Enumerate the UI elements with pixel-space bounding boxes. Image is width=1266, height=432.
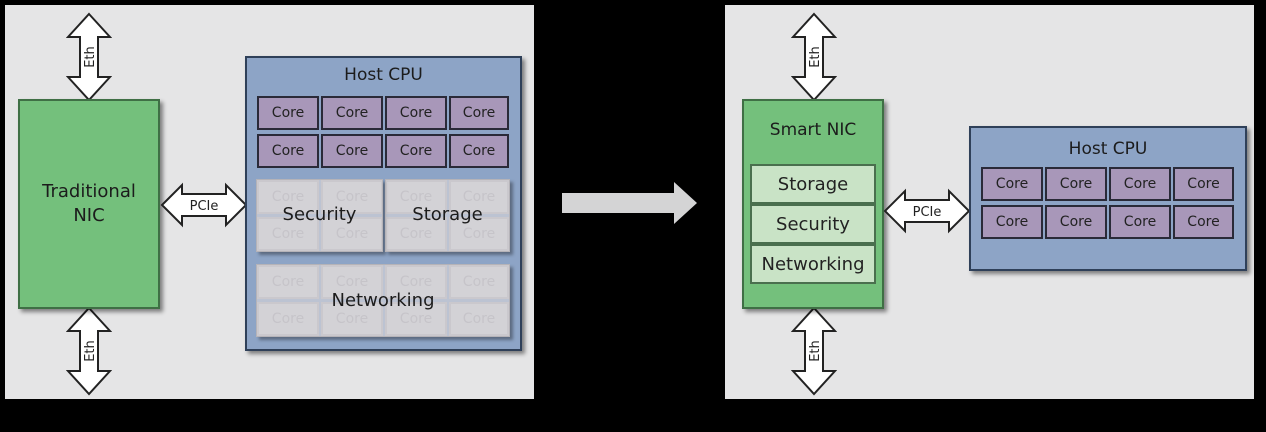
host-cpu-title: Host CPU: [344, 65, 423, 85]
eth-arrow-bottom-right: Eth: [791, 306, 837, 396]
core: Core: [1109, 167, 1171, 201]
core: Core: [1045, 167, 1107, 201]
core: Core: [257, 96, 319, 130]
pcie-label: PCIe: [190, 199, 219, 214]
host-cpu-title: Host CPU: [1068, 139, 1148, 159]
core: Core: [385, 134, 447, 168]
eth-arrow-bottom-left: Eth: [66, 306, 112, 396]
security-service: Security: [750, 204, 876, 244]
storage-service: Storage: [750, 164, 876, 204]
nic-label-line2: NIC: [73, 205, 105, 226]
nic-label-line1: Traditional: [42, 181, 136, 202]
eth-label: Eth: [83, 340, 98, 362]
core: Core: [321, 134, 383, 168]
smart-nic-title: Smart NIC: [769, 120, 857, 140]
networking-service: Networking: [750, 244, 876, 284]
pcie-arrow-left: PCIe: [160, 182, 248, 228]
security-group: [256, 179, 383, 252]
core: Core: [449, 96, 509, 130]
eth-arrow-top-right: Eth: [791, 12, 837, 102]
pcie-arrow-right: PCIe: [883, 188, 971, 234]
core: Core: [981, 205, 1043, 239]
core: Core: [1045, 205, 1107, 239]
core: Core: [1173, 167, 1234, 201]
networking-group: [256, 264, 510, 337]
core: Core: [1173, 205, 1234, 239]
core: Core: [321, 96, 383, 130]
core: Core: [1109, 205, 1171, 239]
transition-arrow: [562, 182, 697, 224]
traditional-nic-box: Traditional NIC: [18, 99, 160, 309]
networking-label: Networking: [331, 290, 435, 311]
security-label: Security: [282, 204, 357, 225]
core: Core: [449, 134, 509, 168]
storage-group: [385, 179, 510, 252]
core: Core: [981, 167, 1043, 201]
core: Core: [257, 134, 319, 168]
pcie-label: PCIe: [913, 205, 942, 220]
core: Core: [385, 96, 447, 130]
eth-label: Eth: [808, 340, 823, 362]
storage-label: Storage: [412, 204, 483, 225]
eth-label: Eth: [83, 46, 98, 68]
eth-arrow-top-left: Eth: [66, 12, 112, 102]
eth-label: Eth: [808, 46, 823, 68]
